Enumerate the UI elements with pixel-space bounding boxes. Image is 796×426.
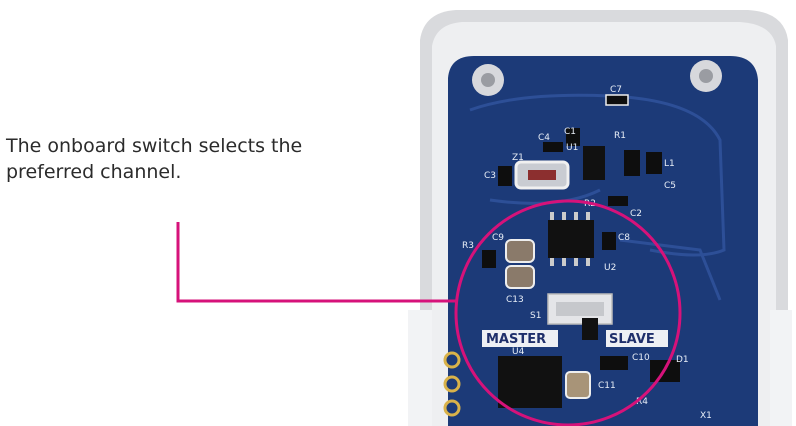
caption-text: The onboard switch selects the preferred… bbox=[6, 135, 303, 183]
slide-switch-s1 bbox=[547, 293, 613, 340]
silk-u1: U1 bbox=[566, 143, 578, 153]
master-label: MASTER bbox=[486, 332, 546, 347]
crystal-z1 bbox=[514, 160, 570, 190]
capacitors bbox=[505, 239, 535, 289]
silk-c5: C5 bbox=[664, 181, 676, 191]
silk-c13: C13 bbox=[506, 295, 524, 305]
silk-c2: C2 bbox=[630, 209, 642, 219]
part-c11 bbox=[565, 371, 591, 399]
silk-c1: C1 bbox=[564, 127, 576, 137]
chip-u4 bbox=[498, 356, 562, 408]
switch-labels: MASTER SLAVE bbox=[482, 330, 668, 347]
silk-z1: Z1 bbox=[512, 153, 524, 163]
silk-x1: X1 bbox=[700, 411, 712, 421]
silk-u2: U2 bbox=[604, 263, 616, 273]
silk-s1: S1 bbox=[530, 311, 541, 321]
silk-r3: R3 bbox=[462, 241, 474, 251]
chip-u1 bbox=[583, 146, 605, 180]
silk-r4: R4 bbox=[636, 397, 648, 407]
highlight-circle bbox=[454, 199, 682, 426]
silk-c3: C3 bbox=[484, 171, 496, 181]
silk-r1: R1 bbox=[614, 131, 626, 141]
chip-u2 bbox=[548, 212, 594, 266]
small-parts bbox=[482, 94, 680, 382]
silk-c9: C9 bbox=[492, 233, 504, 243]
silk-d1: D1 bbox=[676, 355, 689, 365]
mounting-posts bbox=[472, 60, 722, 96]
silk-c4: C4 bbox=[538, 133, 550, 143]
header-pins bbox=[443, 351, 461, 417]
slave-label: SLAVE bbox=[609, 332, 655, 347]
silkscreen-labels: C7 C4 Z1 C3 C1 U1 R1 L1 C5 R2 C2 C9 C8 R… bbox=[462, 85, 712, 421]
silk-c10: C10 bbox=[632, 353, 650, 363]
silk-c8: C8 bbox=[618, 233, 630, 243]
silk-l1: L1 bbox=[664, 159, 675, 169]
silk-c7: C7 bbox=[610, 85, 622, 95]
callout-line bbox=[176, 222, 457, 303]
silk-c11: C11 bbox=[598, 381, 616, 391]
silk-u4: U4 bbox=[512, 347, 525, 357]
